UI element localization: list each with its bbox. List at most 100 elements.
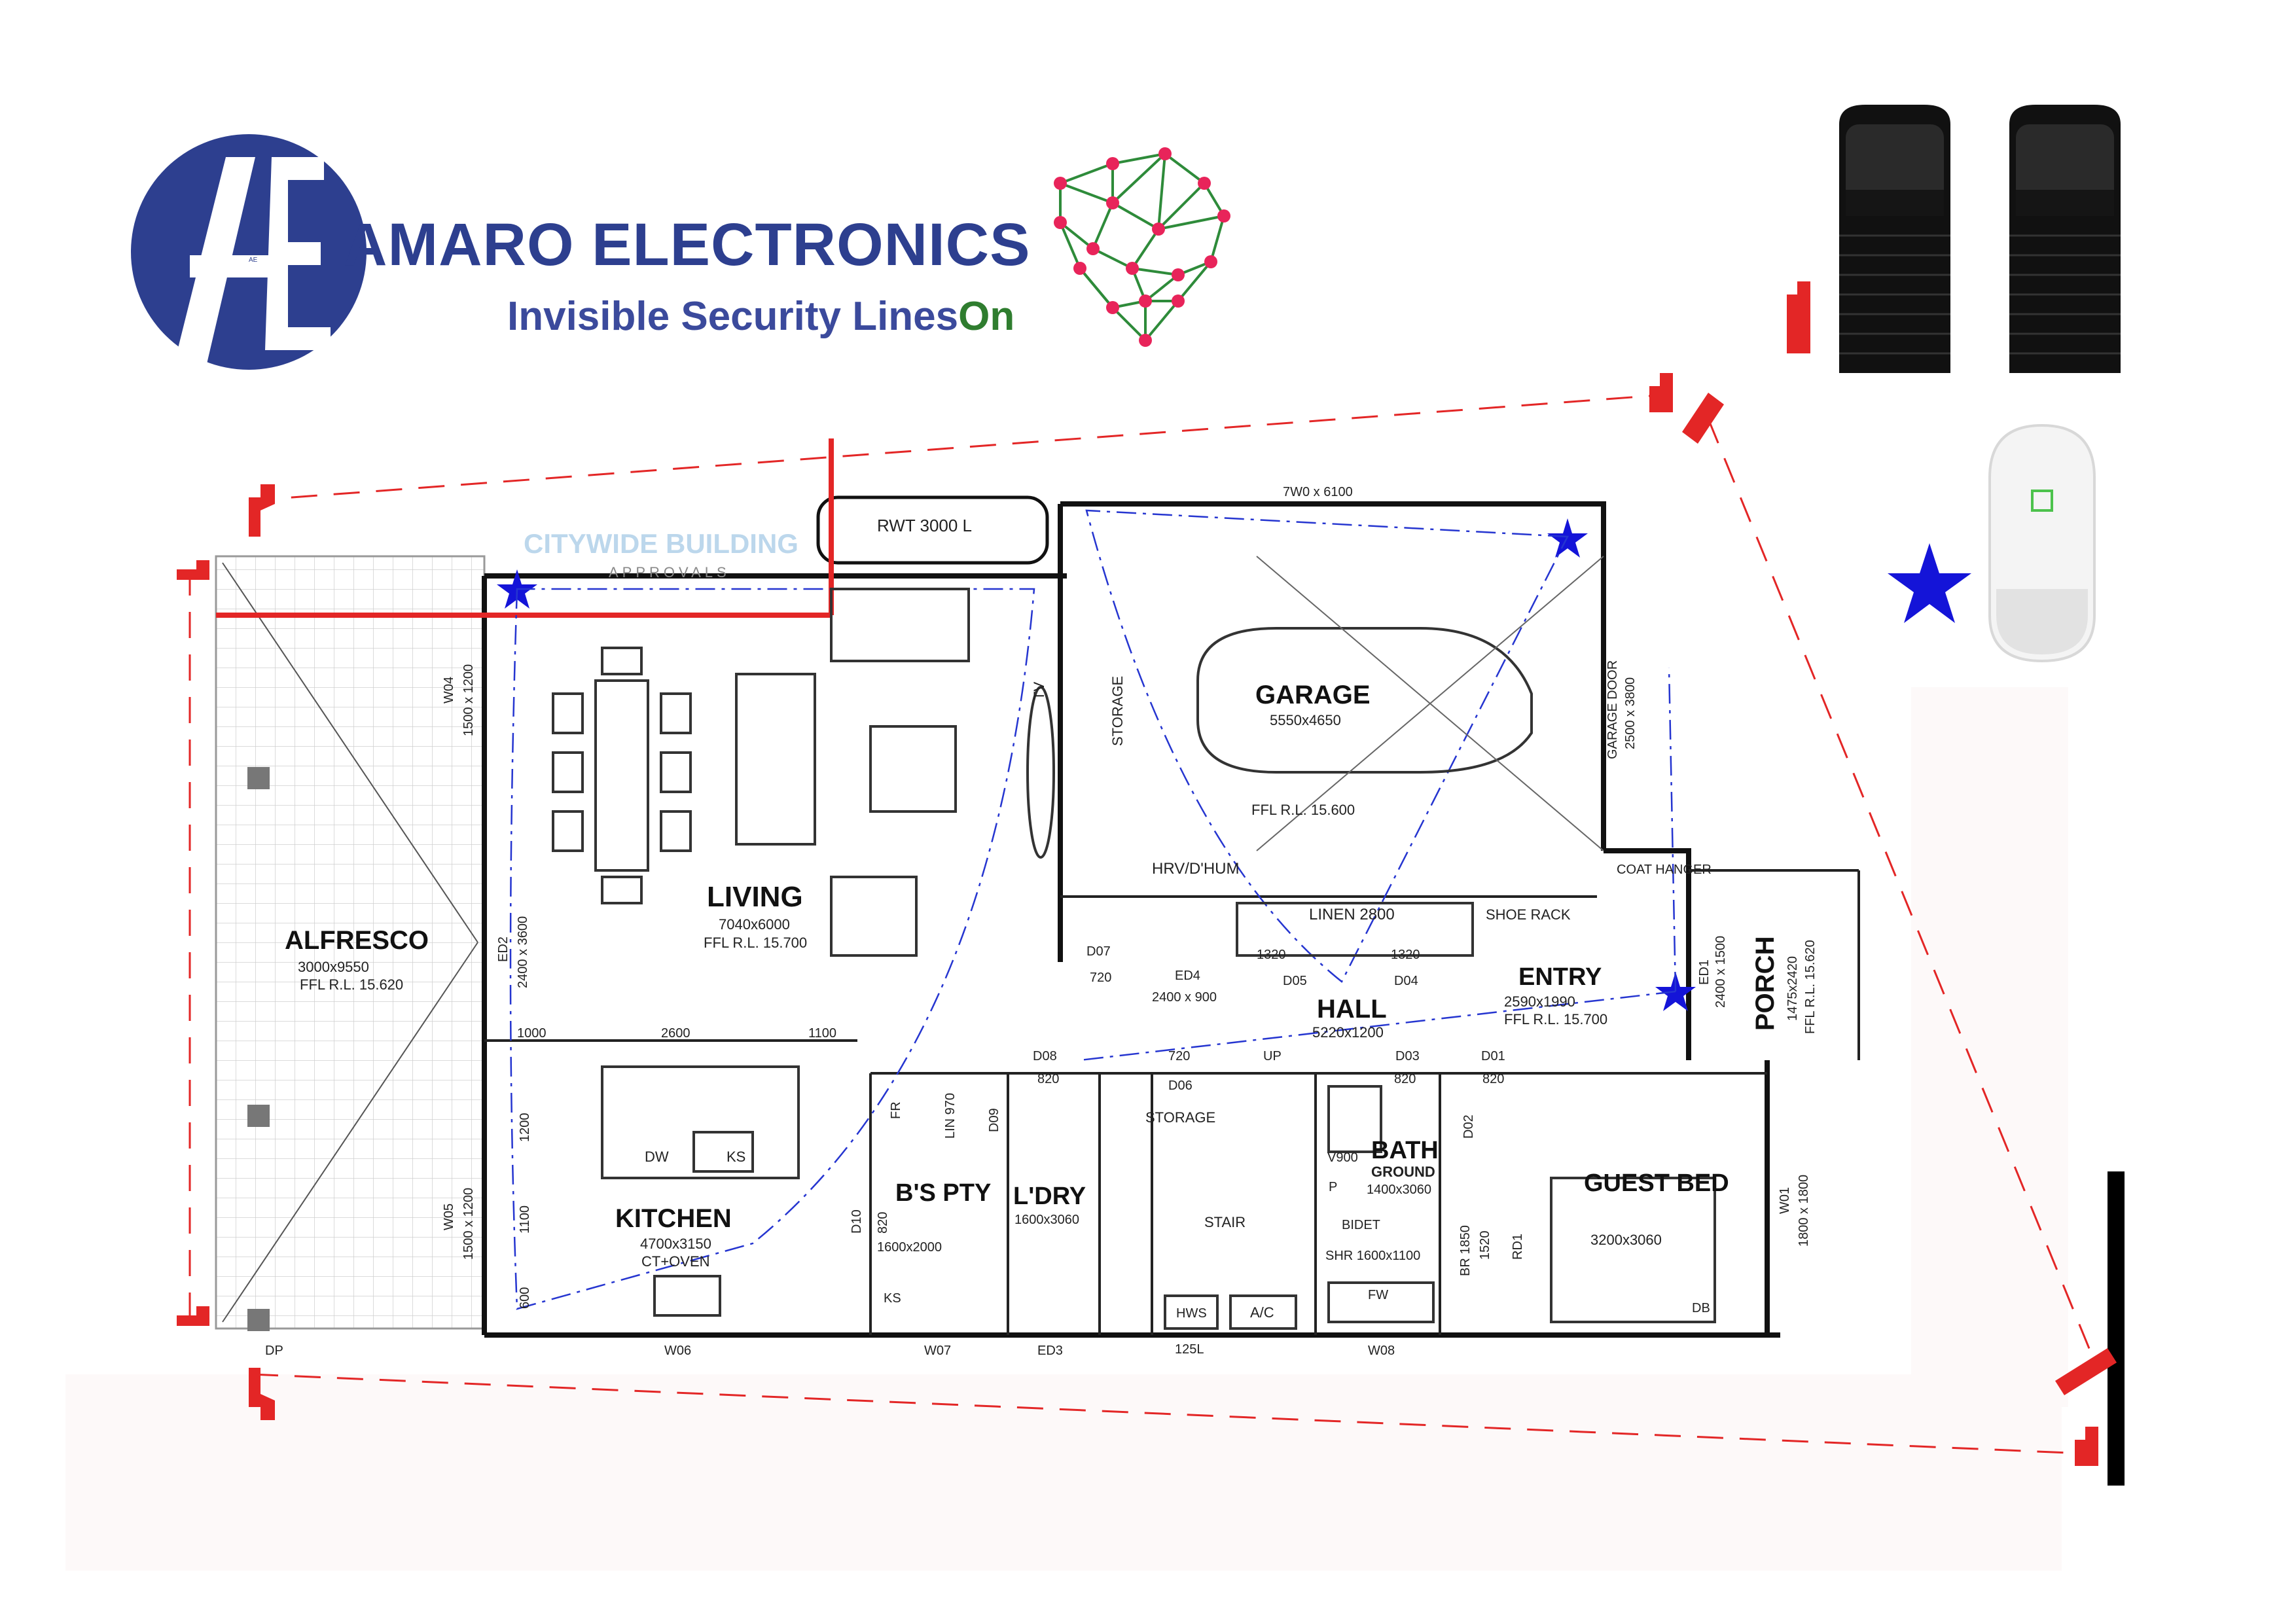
tag-w07: W07 bbox=[924, 1344, 951, 1358]
dim-1100b: 1100 bbox=[518, 1205, 532, 1234]
dim-820c: 820 bbox=[1482, 1072, 1504, 1086]
tag-w04: W04 bbox=[442, 677, 456, 704]
kitchen-size: 4700x3150 bbox=[640, 1236, 711, 1252]
floor-waste-label: FW bbox=[1368, 1288, 1388, 1302]
shower-label: SHR 1600x1100 bbox=[1325, 1249, 1420, 1263]
stair-storage-label: STORAGE bbox=[1145, 1109, 1215, 1126]
dim-600: 600 bbox=[518, 1287, 532, 1309]
dim-1520: 1520 bbox=[1478, 1231, 1492, 1260]
tag-ed3: ED3 bbox=[1037, 1344, 1063, 1358]
dim-ed4: 2400 x 900 bbox=[1152, 990, 1217, 1005]
living-size: 7040x6000 bbox=[719, 916, 790, 933]
motion-sensor-icon bbox=[1988, 423, 2096, 663]
dim-720b: 720 bbox=[1168, 1049, 1190, 1063]
linen-970-label: LIN 970 bbox=[943, 1093, 958, 1139]
dishwasher-label: DW bbox=[645, 1149, 669, 1165]
tag-d06: D06 bbox=[1168, 1079, 1193, 1093]
fridge-label: FR bbox=[889, 1101, 903, 1119]
p-label: P bbox=[1329, 1180, 1337, 1194]
dim-1000: 1000 bbox=[517, 1026, 547, 1041]
bath-sub: GROUND bbox=[1371, 1164, 1435, 1180]
kitchen-note: CT+OVEN bbox=[641, 1253, 710, 1270]
porch-size: 1475x2420 bbox=[1785, 956, 1800, 1021]
dim-w04: 1500 x 1200 bbox=[461, 664, 476, 736]
downpipe-label: DP bbox=[265, 1344, 283, 1358]
dim-820d: 820 bbox=[876, 1212, 890, 1234]
beam-sensor-pair-icon bbox=[1839, 105, 2121, 373]
company-logo-icon: AE bbox=[131, 134, 367, 370]
tag-ed1: ED1 bbox=[1697, 959, 1712, 985]
guest-bed-size: 3200x3060 bbox=[1590, 1232, 1662, 1248]
dim-br: BR 1850 bbox=[1458, 1225, 1473, 1276]
alfresco-name: ALFRESCO bbox=[285, 926, 429, 955]
tag-d10: D10 bbox=[850, 1209, 864, 1234]
hall-size: 5220x1200 bbox=[1312, 1024, 1384, 1041]
tag-w05: W05 bbox=[442, 1204, 456, 1230]
company-tagline: Invisible Security LinesOn bbox=[507, 293, 1014, 340]
ac-label: A/C bbox=[1250, 1304, 1274, 1321]
tagline-suffix: On bbox=[958, 294, 1015, 339]
vanity-label: V900 bbox=[1327, 1150, 1358, 1165]
tag-d04: D04 bbox=[1394, 974, 1418, 988]
tag-ed4: ED4 bbox=[1175, 969, 1200, 983]
hall-name: HALL bbox=[1317, 995, 1387, 1024]
dim-w05: 1500 x 1200 bbox=[461, 1188, 476, 1260]
tag-d08: D08 bbox=[1033, 1049, 1057, 1063]
alfresco-ffl: FFL R.L. 15.620 bbox=[300, 976, 403, 993]
tag-w01: W01 bbox=[1778, 1187, 1792, 1214]
tag-w06: W06 bbox=[664, 1344, 691, 1358]
porch-name: PORCH bbox=[1751, 936, 1780, 1031]
garage-storage-label: STORAGE bbox=[1109, 676, 1126, 746]
kitchen-name: KITCHEN bbox=[615, 1204, 732, 1233]
tagline-text: Invisible Security Lines bbox=[507, 294, 959, 339]
garage-door-label: GARAGE DOOR bbox=[1605, 660, 1620, 759]
garage-ffl: FFL R.L. 15.600 bbox=[1251, 802, 1355, 818]
entry-name: ENTRY bbox=[1518, 963, 1602, 991]
living-name: LIVING bbox=[707, 881, 803, 913]
watermark-line1: CITYWIDE BUILDING bbox=[524, 528, 798, 559]
sink2-label: KS bbox=[884, 1291, 901, 1306]
tv-label: TV bbox=[1031, 682, 1047, 700]
living-ffl: FFL R.L. 15.700 bbox=[704, 935, 807, 951]
porch-ffl: FFL R.L. 15.620 bbox=[1803, 940, 1818, 1034]
shoe-rack-label: SHOE RACK bbox=[1486, 906, 1571, 923]
garage-name: GARAGE bbox=[1255, 681, 1371, 709]
entry-size: 2590x1990 bbox=[1504, 993, 1575, 1010]
watermark-line2: APPROVALS bbox=[609, 564, 730, 580]
laundry-name: L'DRY bbox=[1013, 1183, 1086, 1210]
garage-door-size: 2500 x 3800 bbox=[1623, 677, 1638, 749]
linen-label: LINEN 2800 bbox=[1309, 906, 1395, 923]
dim-top: 7W0 x 6100 bbox=[1283, 485, 1353, 499]
dim-820b: 820 bbox=[1394, 1072, 1416, 1086]
dim-1100: 1100 bbox=[808, 1026, 836, 1041]
hws-size-label: 125L bbox=[1175, 1342, 1204, 1357]
bidet-label: BIDET bbox=[1342, 1218, 1380, 1232]
tag-d09: D09 bbox=[987, 1108, 1001, 1132]
dim-ed1: 2400 x 1500 bbox=[1713, 936, 1728, 1008]
hrv-label: HRV/D'HUM bbox=[1152, 860, 1239, 878]
dim-1320a: 1320 bbox=[1257, 948, 1286, 962]
tag-ed2: ED2 bbox=[496, 936, 511, 962]
dim-ed2: 2400 x 3600 bbox=[516, 916, 530, 988]
butlers-pantry-size: 1600x2000 bbox=[877, 1240, 942, 1255]
dim-w01: 1800 x 1800 bbox=[1797, 1175, 1811, 1247]
tag-rd1: RD1 bbox=[1511, 1234, 1525, 1260]
tag-d01: D01 bbox=[1481, 1049, 1505, 1063]
network-shield-icon bbox=[1054, 147, 1230, 347]
tag-d02: D02 bbox=[1462, 1115, 1476, 1139]
dim-1320b: 1320 bbox=[1391, 948, 1420, 962]
sensor-star-legend bbox=[1888, 543, 1971, 623]
tag-d05: D05 bbox=[1283, 974, 1307, 988]
stair-label: STAIR bbox=[1204, 1214, 1246, 1230]
dim-720a: 720 bbox=[1090, 971, 1111, 985]
bath-size: 1400x3060 bbox=[1367, 1183, 1431, 1197]
coat-hanger-label: COAT HANGER bbox=[1617, 863, 1712, 877]
laundry-size: 1600x3060 bbox=[1014, 1213, 1079, 1227]
bath-name: BATH bbox=[1371, 1137, 1439, 1164]
dim-820a: 820 bbox=[1037, 1072, 1059, 1086]
dim-2600: 2600 bbox=[661, 1026, 691, 1041]
tag-d07: D07 bbox=[1086, 944, 1111, 959]
up-label: UP bbox=[1263, 1049, 1282, 1063]
sink-label: KS bbox=[726, 1149, 745, 1165]
